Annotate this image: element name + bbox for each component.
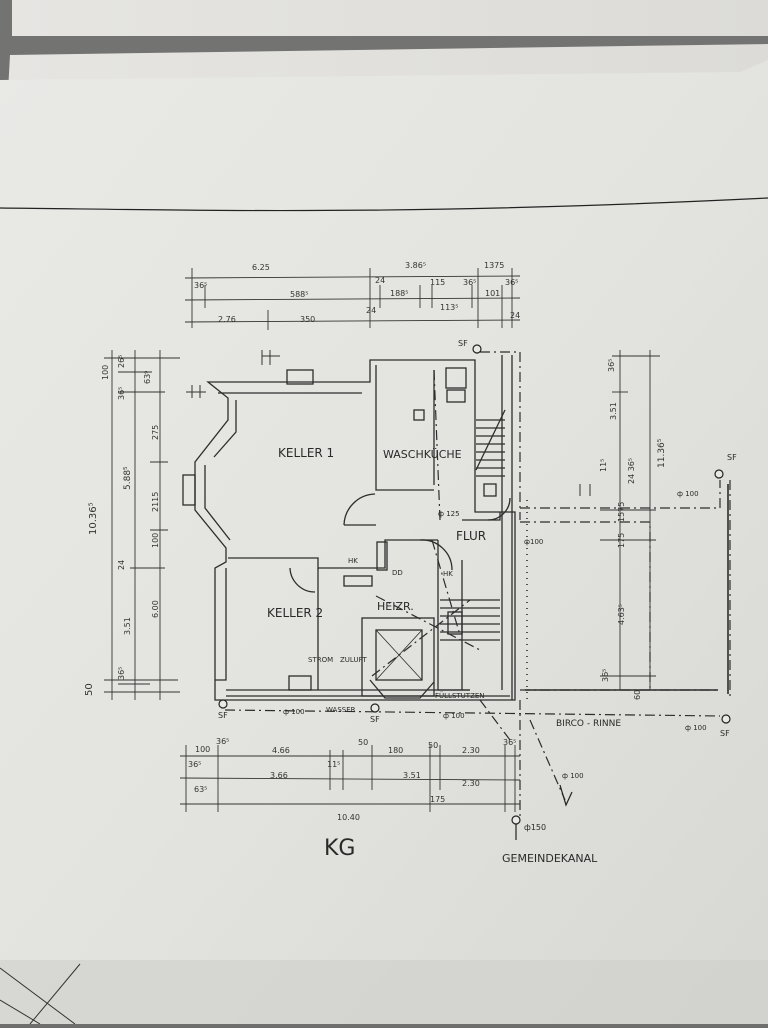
dim-left-5885: 5.88⁵ <box>123 466 133 490</box>
dim-top-115: 115 <box>430 278 445 287</box>
floor-code: KG <box>324 836 355 861</box>
dim-right-4635: 4.63⁵ <box>617 604 626 625</box>
dim-left-100: 100 <box>101 365 110 380</box>
dim-bot-351: 3.51 <box>403 771 421 780</box>
dim-top-3865: 3.86⁵ <box>405 261 426 270</box>
dim-bot-365c: 36⁵ <box>188 760 201 769</box>
dim-left-365: 36⁵ <box>117 387 126 400</box>
label-sf-top: SF <box>458 339 468 348</box>
dim-top-625: 6.25 <box>252 263 270 272</box>
dim-top-1375: 1375 <box>484 261 504 270</box>
dim-right-1575: 1575 <box>617 502 626 522</box>
room-keller1: KELLER 1 <box>278 446 334 460</box>
corner-cross-lines <box>0 963 81 1025</box>
dim-bot-366: 3.66 <box>270 771 288 780</box>
dim-left-600: 6.00 <box>151 600 160 618</box>
dim-bot-50: 50 <box>358 738 368 747</box>
dim-bot-180: 180 <box>388 746 403 755</box>
sf-markers <box>218 344 731 825</box>
label-sf-bl: SF <box>218 711 228 720</box>
dim-right-351: 3.51 <box>609 402 618 420</box>
dim-bot-230b: 2.30 <box>462 779 480 788</box>
walls <box>182 355 516 701</box>
dim-left-275: 275 <box>151 425 160 440</box>
dim-top-24c: 24 <box>510 311 520 320</box>
dim-bot-365: 36⁵ <box>216 737 229 746</box>
room-keller2: KELLER 2 <box>267 606 323 620</box>
label-pipe-d: ф 100 <box>677 490 699 498</box>
label-wasser: WASSER <box>326 706 356 714</box>
dim-left-265: 26⁵ <box>117 355 126 368</box>
dim-top-101: 101 <box>485 289 500 298</box>
window-marks <box>186 350 591 496</box>
label-fuellstutzen: FÜLLSTUTZEN <box>435 691 485 700</box>
dim-bot-230: 2.30 <box>462 746 480 755</box>
dim-right-175: 175 <box>617 533 626 548</box>
label-pipe-150: ф150 <box>524 823 546 832</box>
dim-right-2436: 24 36⁵ <box>627 458 636 484</box>
label-birco-rinne: BIRCO - RINNE <box>556 719 621 729</box>
dim-top-1885: 188⁵ <box>390 289 408 298</box>
dim-bot-175: 175 <box>430 795 445 804</box>
dim-top-5885: 588⁵ <box>290 290 308 299</box>
dim-bot-635: 63⁵ <box>194 785 207 794</box>
sheet-border-line <box>0 197 768 212</box>
dim-right-115: 11⁵ <box>599 459 608 472</box>
dim-left-351: 3.51 <box>123 617 132 635</box>
dim-top-24a: 24 <box>375 276 385 285</box>
dim-top-276: 2.76 <box>218 315 236 324</box>
label-hk2: HK <box>443 570 453 578</box>
dim-left-10365: 10.36⁵ <box>88 502 99 535</box>
dim-left-100b: 100 <box>151 533 160 548</box>
label-zuluft: ZULUFT <box>340 656 367 664</box>
room-flur: FLUR <box>456 529 486 543</box>
dim-right-365b: 36⁵ <box>601 669 610 682</box>
label-sf-bm: SF <box>370 715 380 724</box>
dimension-lines <box>104 268 660 812</box>
dim-bot-115: 11⁵ <box>327 760 340 769</box>
dim-bot-365b: 36⁵ <box>503 738 516 747</box>
label-pipe-e: ф 100 <box>685 724 707 732</box>
label-pipe-125: ф 125 <box>438 510 460 518</box>
dim-top-365b: 36⁵ <box>463 278 476 287</box>
label-pipe-f: ф 100 <box>562 772 584 780</box>
label-strom: STROM <box>308 656 333 664</box>
label-pipe-a: ф 100 <box>283 708 305 716</box>
dim-left-2115: 2115 <box>151 492 160 512</box>
dim-left-24: 24 <box>117 560 126 570</box>
dim-top-1135: 113⁵ <box>440 303 458 312</box>
label-hk1: HK <box>348 557 358 565</box>
room-heizung: HEIZR. <box>377 600 414 613</box>
label-pipe-b: ф 100 <box>443 712 465 720</box>
dim-top-365c: 36⁵ <box>505 278 518 287</box>
dim-bot-1040: 10.40 <box>337 813 360 822</box>
dim-left-639: 63⁹ <box>143 371 152 384</box>
dim-right-60: 60 <box>633 690 642 700</box>
dim-bot-50b: 50 <box>428 741 438 750</box>
dim-left-50: 50 <box>84 683 95 696</box>
dim-right-365: 36⁵ <box>607 359 616 372</box>
label-sf-right: SF <box>727 453 737 462</box>
label-pipe-c: ф100 <box>524 538 543 546</box>
dim-right-11365: 11.36⁵ <box>657 438 667 468</box>
label-sf-br: SF <box>720 729 730 738</box>
dim-left-365b: 36⁵ <box>117 667 126 680</box>
label-gemeindekanal: GEMEINDEKANAL <box>502 852 598 865</box>
room-waschkueche: WASCHKÜCHE <box>383 448 462 461</box>
dim-top-350: 350 <box>300 315 315 324</box>
dim-top-365: 36⁵ <box>194 281 207 290</box>
dim-top-24b: 24 <box>366 306 376 315</box>
label-dd: DD <box>392 569 403 577</box>
dim-bot-100: 100 <box>195 745 210 754</box>
dim-bot-466: 4.66 <box>272 746 290 755</box>
